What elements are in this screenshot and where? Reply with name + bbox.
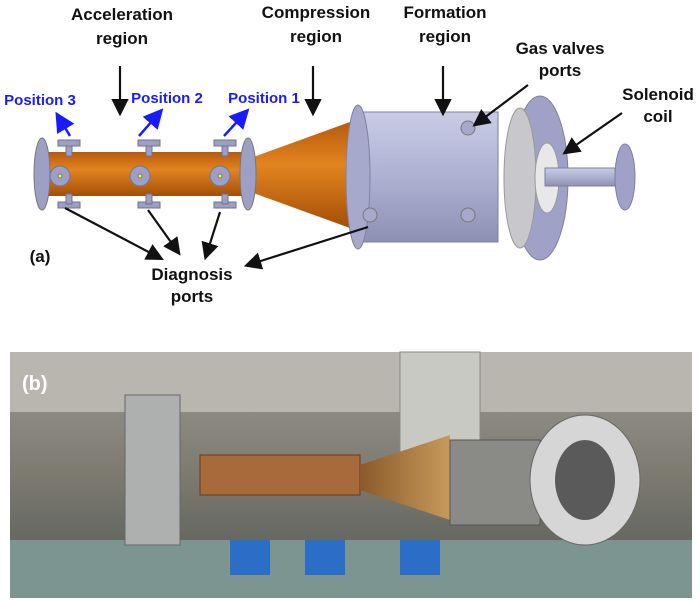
acceleration-label-2: region	[96, 29, 148, 48]
device-drawing	[33, 95, 636, 261]
position-arrows	[55, 108, 250, 137]
gas-valve-port	[460, 120, 476, 136]
tail-pipe	[544, 167, 616, 187]
experiment-photo: (b)	[10, 351, 692, 598]
vacuum-column	[124, 394, 181, 546]
compression-label-1: Compression	[262, 3, 371, 22]
capacitor-box	[230, 540, 270, 575]
callout-arrows	[64, 66, 623, 270]
solenoid-label-2: coil	[643, 107, 672, 126]
formation-chamber	[357, 111, 499, 243]
diagnosis-label-1: Diagnosis	[151, 265, 232, 284]
gas-valves-label-2: ports	[539, 61, 582, 80]
tail-flange	[614, 143, 636, 211]
solenoid-coil	[503, 107, 537, 249]
position-3-label: Position 3	[4, 92, 76, 109]
solenoid-label-1: Solenoid	[622, 85, 694, 104]
port-groups	[49, 139, 237, 209]
capacitor-box	[400, 540, 440, 575]
capacitor-box	[305, 540, 345, 575]
position-2-label: Position 2	[131, 90, 203, 107]
panel-b-tag: (b)	[22, 373, 48, 395]
panel-a-tag: (a)	[30, 247, 51, 266]
copper-tube	[199, 454, 361, 496]
compression-label-2: region	[290, 27, 342, 46]
formation-label-1: Formation	[403, 3, 486, 22]
acceleration-label-1: Acceleration	[71, 5, 173, 24]
position-1-label: Position 1	[228, 90, 300, 107]
end-flange	[33, 137, 51, 211]
compression-cone	[245, 122, 350, 228]
formation-label-2: region	[419, 27, 471, 46]
copper-cone	[360, 435, 450, 520]
diagnosis-label-2: ports	[171, 287, 214, 306]
formation-chamber-photo	[449, 439, 541, 526]
mid-flange	[239, 137, 257, 211]
gas-valves-label-1: Gas valves	[516, 39, 605, 58]
